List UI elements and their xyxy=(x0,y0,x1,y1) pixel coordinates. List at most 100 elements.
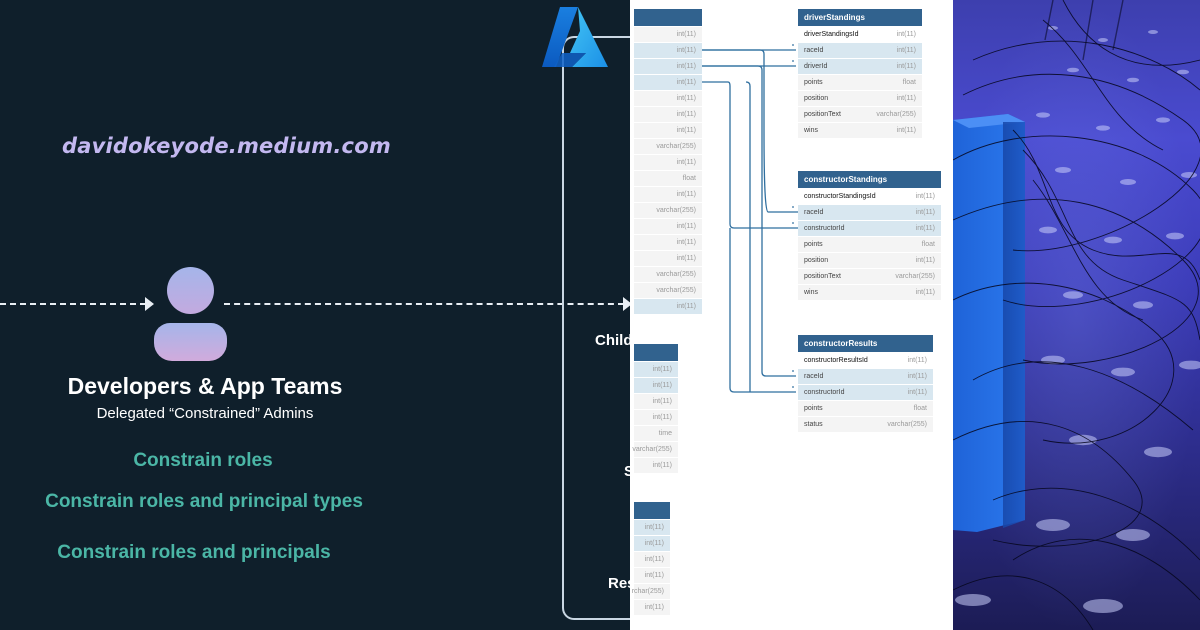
table-row: varchar(255) xyxy=(634,282,702,298)
flow-line-left xyxy=(0,303,146,305)
table-row: int(11) xyxy=(634,26,702,42)
table-row: int(11) xyxy=(634,234,702,250)
table-row: int(11) xyxy=(634,250,702,266)
column-type: varchar(255) xyxy=(656,207,696,214)
table-row: int(11) xyxy=(634,42,702,58)
table-row: int(11) xyxy=(634,298,702,314)
column-type: int(11) xyxy=(915,193,935,200)
abstract-3d-artwork xyxy=(953,0,1200,630)
column-type: int(11) xyxy=(896,47,916,54)
column-name: raceId xyxy=(804,209,824,216)
artwork-graphic xyxy=(953,0,1200,630)
er-diagram-panel: int(11)int(11)int(11)int(11)int(11)int(1… xyxy=(630,0,954,630)
column-name: constructorStandingsId xyxy=(804,193,876,200)
column-type: int(11) xyxy=(896,31,916,38)
label-s: S xyxy=(624,463,632,480)
column-name: raceId xyxy=(804,47,824,54)
column-type: int(11) xyxy=(676,95,696,102)
column-type: int(11) xyxy=(907,373,927,380)
table-row: int(11) xyxy=(634,551,670,567)
table-a-rows: int(11)int(11)int(11)int(11)int(11)int(1… xyxy=(634,26,702,314)
column-type: int(11) xyxy=(652,398,672,405)
table-row: int(11) xyxy=(634,154,702,170)
column-type: int(11) xyxy=(915,209,935,216)
table-row: positionText varchar(255) xyxy=(798,106,922,122)
column-type: int(11) xyxy=(644,604,664,611)
column-type: varchar(255) xyxy=(895,273,935,280)
table-row: time xyxy=(634,425,678,441)
azure-logo-icon xyxy=(542,7,608,67)
constraint-roles: Constrain roles xyxy=(133,450,273,471)
table-constructor-standings[interactable]: constructorStandings constructorStanding… xyxy=(798,171,941,300)
table-row: int(11) xyxy=(634,58,702,74)
column-type: varchar(255) xyxy=(632,446,672,453)
column-type: varchar(255) xyxy=(656,287,696,294)
column-type: int(11) xyxy=(676,79,696,86)
table-row: varchar(255) xyxy=(634,138,702,154)
hierarchy-rail xyxy=(562,36,632,620)
column-type: time xyxy=(658,430,672,437)
site-url[interactable]: davidokeyode.medium.com xyxy=(62,134,391,158)
table-b-rows: int(11) int(11) int(11) int(11) time varchar(… xyxy=(632,361,678,473)
column-type: varchar(255) xyxy=(656,143,696,150)
table-c-header xyxy=(634,502,670,519)
column-type: float xyxy=(913,405,927,412)
column-type: int(11) xyxy=(644,556,664,563)
table-row: int(11) xyxy=(634,186,702,202)
constraint-roles-principals: Constrain roles and principals xyxy=(57,542,331,563)
column-type: int(11) xyxy=(652,462,672,469)
table-row: int(11) xyxy=(634,535,670,551)
column-type: int(11) xyxy=(652,382,672,389)
column-type: int(11) xyxy=(644,572,664,579)
column-name: points xyxy=(804,79,823,86)
table-row: varchar(255) xyxy=(632,441,678,457)
table-row: varchar(255) xyxy=(634,266,702,282)
table-b[interactable]: int(11) int(11) int(11) int(11) time varchar(… xyxy=(632,344,678,473)
column-name: position xyxy=(804,257,829,264)
table-row: int(11) xyxy=(634,74,702,90)
column-type: int(11) xyxy=(644,524,664,531)
flow-arrow-right-icon xyxy=(623,297,632,311)
table-row: raceId int(11) xyxy=(798,204,941,220)
column-type: varchar(255) xyxy=(876,111,916,118)
table-c-rows: int(11) int(11) int(11) int(11) rchar(255) in… xyxy=(631,519,670,615)
table-row: float xyxy=(634,170,702,186)
table-row: int(11) xyxy=(634,218,702,234)
column-type: rchar(255) xyxy=(631,588,664,595)
column-name: wins xyxy=(804,289,819,296)
column-type: int(11) xyxy=(915,225,935,232)
column-type: int(11) xyxy=(676,47,696,54)
label-res: Res xyxy=(608,575,632,592)
person-head xyxy=(167,267,214,314)
table-constructor-results-header: constructorResults xyxy=(798,335,933,352)
left-panel: davidokeyode.medium.com Developers & App… xyxy=(0,36,632,620)
table-a[interactable]: int(11)int(11)int(11)int(11)int(11)int(1… xyxy=(634,9,702,314)
column-name: status xyxy=(804,421,823,428)
table-row: int(11) xyxy=(634,377,678,393)
table-row: int(11) xyxy=(634,90,702,106)
column-type: int(11) xyxy=(676,127,696,134)
table-b-header xyxy=(634,344,678,361)
column-type: int(11) xyxy=(652,366,672,373)
column-type: varchar(255) xyxy=(656,271,696,278)
table-row: int(11) xyxy=(634,567,670,583)
column-type: int(11) xyxy=(676,111,696,118)
constraint-roles-principal-types: Constrain roles and principal types xyxy=(45,491,363,512)
table-c[interactable]: int(11) int(11) int(11) int(11) rchar(255) in… xyxy=(631,502,670,615)
person-body xyxy=(154,323,227,361)
relation-wires xyxy=(702,44,798,393)
column-name: positionText xyxy=(804,111,841,118)
